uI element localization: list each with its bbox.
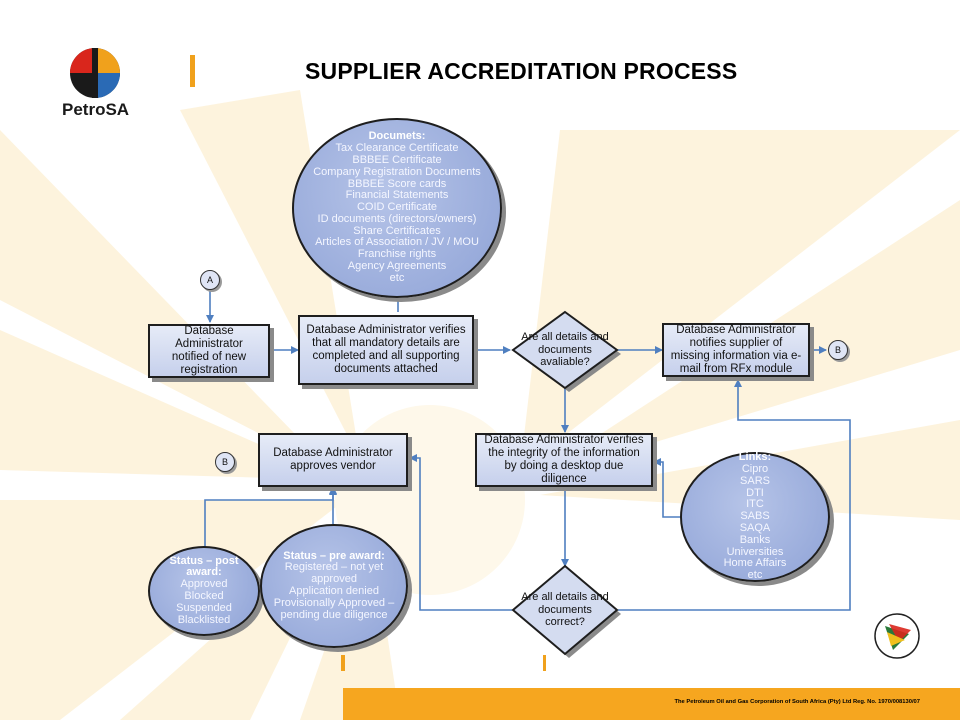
proudly-sa-badge-mark — [874, 613, 920, 659]
connector-a: A — [200, 270, 220, 290]
status-pre-item: Provisionally Approved – pending due dil… — [273, 596, 395, 621]
documents-item: etc — [389, 271, 405, 284]
links-item: SABS — [740, 510, 770, 523]
documents-item: Articles of Association / JV / MOU — [315, 236, 479, 249]
links-item: Cipro — [741, 462, 769, 475]
node-admin-approves: Database Administrator approves vendor — [258, 433, 408, 487]
bottom-accent-bar-right — [543, 655, 546, 671]
status-pre-award-ellipse: Status – pre award: Registered – not yet… — [260, 524, 408, 648]
documents-header: Documets: — [368, 130, 426, 143]
arrow-correct-to-notifies — [618, 379, 851, 611]
footer-text: The Petroleum Oil and Gas Corporation of… — [674, 699, 920, 705]
documents-item: Franchise rights — [357, 248, 437, 261]
decision-correct: Are all details and documents correct? — [521, 591, 609, 629]
documents-item: COID Certificate — [356, 201, 438, 214]
documents-item: ID documents (directors/owners) — [317, 212, 477, 225]
connector-b-left: B — [215, 452, 235, 472]
status-post-item: Blacklisted — [177, 613, 231, 626]
links-item: SARS — [740, 474, 770, 487]
flow-connectors — [204, 290, 851, 611]
decision-diamonds — [511, 310, 621, 658]
status-post-award-ellipse: Status – post award: Approved Blocked Su… — [148, 546, 260, 636]
title-accent-bar — [190, 55, 195, 87]
documents-item: Financial Statements — [345, 189, 449, 202]
links-item: ITC — [746, 498, 764, 511]
arrow-correct-to-approves — [409, 454, 512, 611]
petrosa-logo: PetroSA — [62, 100, 130, 119]
links-header: Links: — [738, 451, 772, 464]
status-post-item: Suspended — [176, 601, 232, 614]
footer-bar — [343, 688, 960, 720]
links-ellipse: Links: Cipro SARS DTI ITC SABS SAQA Bank… — [680, 451, 830, 582]
links-item: Universities — [726, 545, 784, 558]
documents-item: Company Registration Documents — [313, 165, 481, 178]
documents-item: Agency Agreements — [347, 260, 447, 273]
links-item: SAQA — [739, 521, 771, 534]
node-admin-integrity: Database Administrator verifies the inte… — [475, 433, 653, 487]
status-post-item: Approved — [180, 578, 228, 591]
node-admin-notifies-supplier: Database Administrator notifies supplier… — [662, 323, 810, 377]
documents-ellipse: Documets: Tax Clearance Certificate BBBE… — [292, 118, 502, 298]
node-admin-verifies: Database Administrator verifies that all… — [298, 315, 474, 385]
node-admin-notified: Database Administrator notified of new r… — [148, 324, 270, 378]
bottom-accent-bar-left — [341, 655, 345, 671]
decision-available: Are all details and documents avaliable? — [521, 331, 609, 369]
documents-item: Tax Clearance Certificate — [335, 142, 459, 155]
links-item: Home Affairs — [723, 557, 787, 570]
documents-item: Share Certificates — [353, 224, 441, 237]
status-pre-item: Application denied — [289, 585, 379, 597]
status-post-header: Status – post award: — [169, 554, 239, 579]
links-item: etc — [747, 569, 763, 582]
arrow-links-to-integrity — [653, 458, 680, 518]
links-item: DTI — [746, 486, 764, 499]
status-pre-header: Status – pre award: — [283, 549, 385, 562]
petrosa-logo-mark — [70, 48, 120, 98]
documents-item: BBBEE Certificate — [352, 153, 442, 166]
documents-item: BBBEE Score cards — [347, 177, 447, 190]
status-post-item: Blocked — [184, 590, 224, 602]
status-pre-item: Registered – not yet approved — [284, 561, 384, 586]
page-title: SUPPLIER ACCREDITATION PROCESS — [305, 58, 738, 84]
links-item: Banks — [739, 533, 771, 546]
connector-b-right: B — [828, 340, 848, 360]
